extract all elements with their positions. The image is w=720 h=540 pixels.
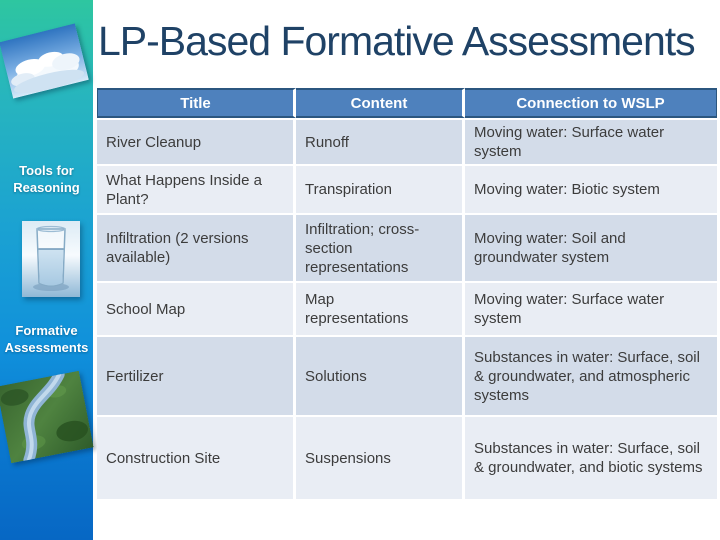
header-cell-content: Content xyxy=(296,88,465,118)
cell-connection: Substances in water: Surface, soil & gro… xyxy=(465,335,717,415)
table-row: Construction Site Suspensions Substances… xyxy=(97,415,717,499)
cell-title: Infiltration (2 versions available) xyxy=(97,213,296,281)
cell-content: Runoff xyxy=(296,118,465,164)
cell-title: Fertilizer xyxy=(97,335,296,415)
sidebar: Tools for Reasoning Formativ xyxy=(0,0,94,540)
river-aerial-photo-image xyxy=(0,370,94,464)
header-cell-title: Title xyxy=(97,88,296,118)
cell-connection: Moving water: Surface water system xyxy=(465,281,717,335)
water-glass-photo-image xyxy=(22,221,80,297)
cell-connection: Moving water: Surface water system xyxy=(465,118,717,164)
river-aerial-photo xyxy=(0,370,94,464)
cell-content: Solutions xyxy=(296,335,465,415)
table-row: Infiltration (2 versions available) Infi… xyxy=(97,213,717,281)
cell-title: What Happens Inside a Plant? xyxy=(97,164,296,213)
table-row: School Map Map representations Moving wa… xyxy=(97,281,717,335)
clouds-photo-image xyxy=(0,23,89,99)
cell-connection: Moving water: Biotic system xyxy=(465,164,717,213)
cell-content: Infiltration; cross-section representati… xyxy=(296,213,465,281)
cell-content: Suspensions xyxy=(296,415,465,499)
table-row: River Cleanup Runoff Moving water: Surfa… xyxy=(97,118,717,164)
table-row: Fertilizer Solutions Substances in water… xyxy=(97,335,717,415)
cell-content: Map representations xyxy=(296,281,465,335)
cell-title: School Map xyxy=(97,281,296,335)
cell-content: Transpiration xyxy=(296,164,465,213)
cell-title: Construction Site xyxy=(97,415,296,499)
slide-title: LP-Based Formative Assessments xyxy=(98,18,696,64)
tools-for-reasoning-label: Tools for Reasoning xyxy=(13,163,80,195)
water-glass-photo xyxy=(22,221,80,297)
cell-title: River Cleanup xyxy=(97,118,296,164)
assessments-table: Title Content Connection to WSLP River C… xyxy=(97,88,717,499)
table-header-row: Title Content Connection to WSLP xyxy=(97,88,717,118)
formative-assessments-label: Formative Assessments xyxy=(4,323,89,355)
clouds-photo xyxy=(0,23,89,99)
table-row: What Happens Inside a Plant? Transpirati… xyxy=(97,164,717,213)
cell-connection: Moving water: Soil and groundwater syste… xyxy=(465,213,717,281)
cell-connection: Substances in water: Surface, soil & gro… xyxy=(465,415,717,499)
header-cell-connection: Connection to WSLP xyxy=(465,88,717,118)
